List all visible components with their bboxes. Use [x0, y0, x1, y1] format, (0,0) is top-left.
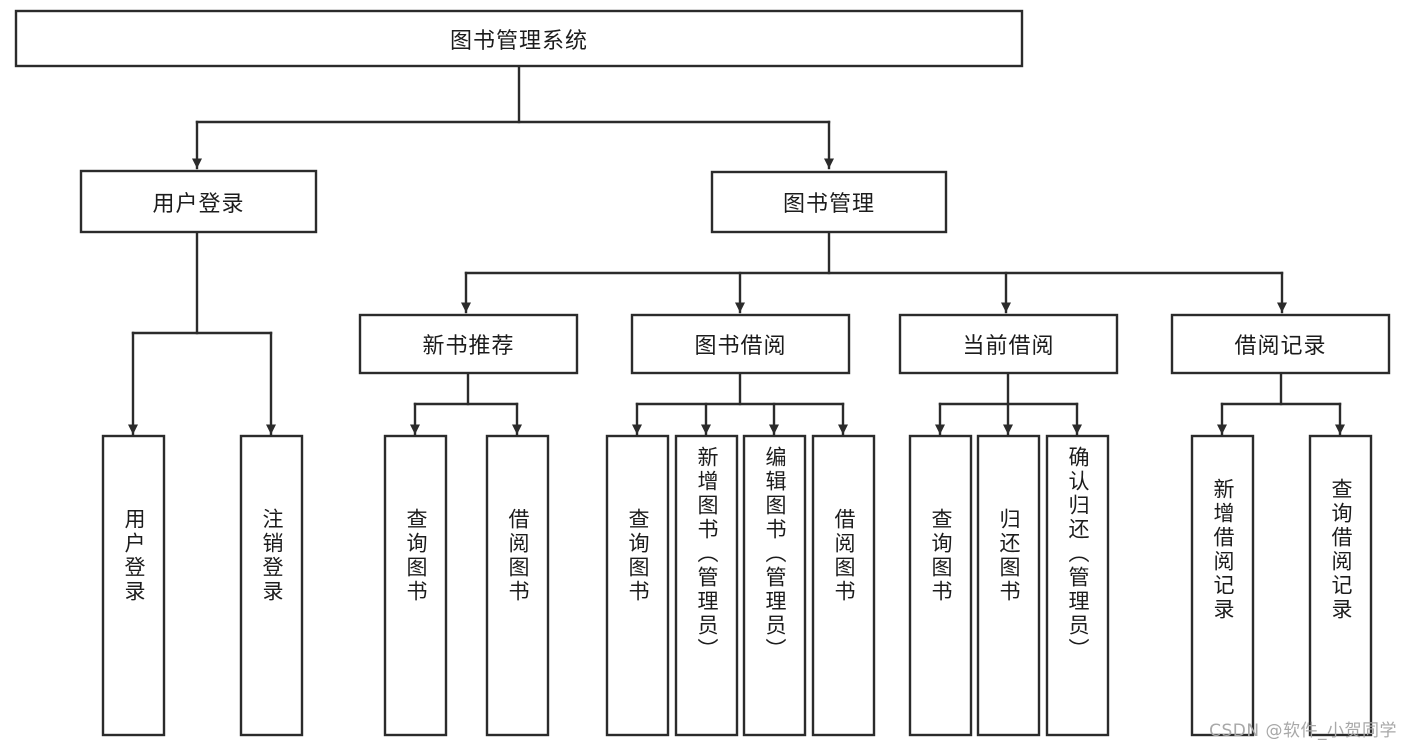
node-box-new-book-recommend[interactable]	[358, 313, 579, 375]
node-box-root[interactable]	[14, 9, 1024, 68]
node-box-leaf-borrow-record-2[interactable]	[1308, 434, 1373, 737]
connector-group-book-manage	[461, 230, 1287, 314]
connector-group-new-book	[410, 371, 522, 436]
node-box-leaf-book-borrow-1[interactable]	[605, 434, 670, 737]
connector-group-root	[192, 64, 834, 170]
node-box-book-borrow[interactable]	[630, 313, 851, 375]
node-box-leaf-current-borrow-1[interactable]	[908, 434, 973, 737]
node-box-book-manage[interactable]	[710, 170, 948, 234]
connector-group-current-borrow	[935, 371, 1082, 436]
node-box-borrow-record[interactable]	[1170, 313, 1391, 375]
node-box-leaf-book-borrow-2[interactable]	[674, 434, 739, 737]
node-box-leaf-current-borrow-2[interactable]	[976, 434, 1041, 737]
node-box-user-login[interactable]	[79, 169, 318, 234]
connector-group-user-login	[128, 230, 276, 436]
node-box-leaf-borrow-record-1[interactable]	[1190, 434, 1255, 737]
connector-group-borrow-record	[1217, 371, 1345, 436]
connector-group-book-borrow	[632, 371, 848, 436]
node-box-current-borrow[interactable]	[898, 313, 1119, 375]
node-box-leaf-book-borrow-4[interactable]	[811, 434, 876, 737]
node-box-leaf-user-login-1[interactable]	[101, 434, 166, 737]
node-box-leaf-book-borrow-3[interactable]	[742, 434, 807, 737]
node-box-leaf-user-login-2[interactable]	[239, 434, 304, 737]
node-box-leaf-new-book-2[interactable]	[485, 434, 550, 737]
node-box-leaf-new-book-1[interactable]	[383, 434, 448, 737]
node-box-leaf-current-borrow-3[interactable]	[1045, 434, 1110, 737]
